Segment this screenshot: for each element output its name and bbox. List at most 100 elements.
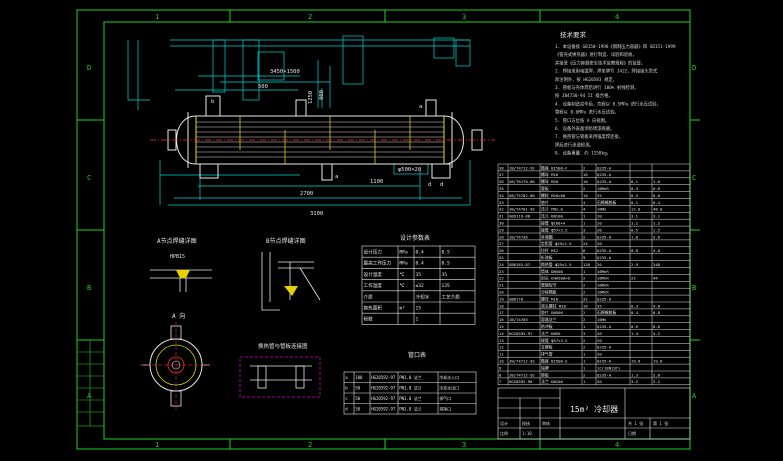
parts-cell: 20 <box>499 290 504 295</box>
parts-cell: Q235-A <box>597 359 612 364</box>
note-line: 7. 换热管与管板采用强度焊连接， <box>555 133 623 140</box>
parts-cell: GB8163-87 <box>509 262 531 267</box>
parts-cell: 1.4 <box>631 331 639 336</box>
zone-right-d: D <box>692 64 696 72</box>
spec-cell: 工作温度 <box>364 282 383 289</box>
parts-cell: 1 <box>583 359 586 364</box>
parts-cell: 33 <box>499 200 504 205</box>
nozzle-cell: HG20592-97 <box>371 396 396 401</box>
parts-cell: JB/T4701-92 <box>509 207 535 212</box>
parts-cell: Q235-A <box>597 248 612 253</box>
spec-cell: 0.4 <box>416 250 425 256</box>
spec-cell: MPa <box>400 250 409 256</box>
parts-cell: HG20592-97 <box>509 331 533 336</box>
parts-cell: 27 <box>499 241 504 246</box>
parts-cell: 12.0 <box>631 207 641 212</box>
parts-cell: 29 <box>499 227 504 232</box>
nozzle-cell: PN1.0 法兰 <box>399 385 421 391</box>
parts-cell: 2 <box>583 290 586 295</box>
zone-left-a: A <box>87 392 92 400</box>
parts-cell: 16MnR <box>597 290 609 295</box>
parts-cell: GB/T5782-86 <box>509 193 535 198</box>
parts-cell: 0.4 <box>653 200 661 205</box>
marker-d1: d <box>428 182 431 188</box>
parts-cell: 0.5 <box>631 227 639 232</box>
nozzle-cell: a <box>345 375 348 380</box>
nozzle-cell: PN1.0 法兰 <box>399 406 421 412</box>
parts-cell: 1.6 <box>653 179 661 184</box>
parts-cell: HG20592-98 <box>509 379 533 384</box>
parts-cell: 1.3 <box>631 372 639 377</box>
parts-cell: 补强圈 <box>541 234 553 239</box>
parts-cell: 0.1 <box>631 200 639 205</box>
parts-cell: 1.5 <box>653 227 661 232</box>
parts-cell: 19.6 <box>653 359 663 364</box>
detail-1-title: A节点焊缝详图 <box>157 237 197 245</box>
zone-top-1: 1 <box>155 13 159 21</box>
dim-label-7: 800 <box>319 90 325 100</box>
note-line: 除注明外，按 HG20583 规定。 <box>555 76 617 83</box>
parts-cell: 管箱短节 <box>541 283 557 288</box>
note-line: 1. 本设备按 GB150-1998《钢制压力容器》和 GB151-1999 <box>555 43 676 50</box>
parts-cell: 0.4 <box>631 310 639 315</box>
parts-cell: 石棉橡胶板 <box>597 200 617 205</box>
parts-cell: 3.6 <box>653 234 661 239</box>
zone-right-a: A <box>692 392 697 400</box>
parts-cell: 0.8 <box>653 310 661 315</box>
parts-cell: Q235-A <box>597 172 612 177</box>
parts-cell: 鞍座 BI500-F <box>541 165 568 170</box>
parts-cell: 4 <box>583 207 586 212</box>
detail-2-title: B节点焊缝详图 <box>266 237 306 245</box>
parts-cell: 17 <box>499 310 504 315</box>
title-block: 15m² 冷却器 设计 校核 审核 比例 1:10 共 1 张 第 1 张 日期 <box>497 387 691 440</box>
parts-cell: 螺栓 M20×80 <box>541 193 566 198</box>
spec-cell: 工艺介质 <box>442 293 461 300</box>
parts-cell: 1Cr18Ni9Ti <box>597 365 621 370</box>
parts-cell: 20 <box>597 241 602 246</box>
parts-cell: 21 <box>499 283 504 288</box>
parts-cell: 35 <box>597 193 602 198</box>
parts-cell: 2 <box>583 276 586 281</box>
parts-cell: 22 <box>499 276 504 281</box>
spec-cell: 冷却水 <box>416 293 430 300</box>
parts-cell: 12 <box>499 345 504 350</box>
parts-cell: 垫片 DN500 <box>541 310 563 315</box>
parts-cell: 16MnR <box>597 269 609 274</box>
parts-cell: 20 <box>597 221 602 226</box>
parts-cell: 8 <box>499 372 502 377</box>
marker-b: b <box>211 99 214 105</box>
parts-cell: 22 <box>631 276 636 281</box>
spec-cell: ≤32 <box>416 283 425 289</box>
parts-cell: 2 <box>583 310 586 315</box>
parts-cell: 16 <box>583 179 588 184</box>
spec-cell: 135 <box>442 283 451 289</box>
nozzle-cell: HG20592-97 <box>371 375 396 380</box>
revision-strip <box>76 339 105 427</box>
parts-cell: 2 <box>583 234 586 239</box>
parts-cell: 120 <box>583 262 591 267</box>
parts-cell: 接管 φ57×3.5 <box>541 338 568 343</box>
parts-cell: 2 <box>583 338 586 343</box>
parts-cell: 螺母 M16 <box>541 296 559 301</box>
parts-cell: 2 <box>583 283 586 288</box>
spec-cell: 0.4 <box>416 261 425 267</box>
spec-cell: 设计温度 <box>364 271 383 278</box>
parts-cell: JB/T4712-92 <box>509 165 535 170</box>
parts-cell: 19.6 <box>631 359 641 364</box>
parts-cell: JB/T4703 <box>509 317 528 322</box>
parts-cell: 螺母 M20 <box>541 179 559 184</box>
parts-cell: 3 <box>583 227 586 232</box>
parts-cell: GB6170 <box>509 296 524 301</box>
parts-cell: GB/T6170-86 <box>509 179 535 184</box>
zone-right-c: C <box>692 174 696 182</box>
parts-cell: 2 <box>583 165 586 170</box>
parts-cell: 支撑板 <box>541 345 553 350</box>
parts-cell: 19 <box>499 296 504 301</box>
dim-label-4: 1100 <box>370 179 383 185</box>
note-box-label: φ500×20 <box>398 167 421 173</box>
parts-cell: 鞍座 BI500-S <box>541 359 568 364</box>
parts-cell: 2 <box>583 345 586 350</box>
parts-cell: 48.0 <box>653 207 663 212</box>
